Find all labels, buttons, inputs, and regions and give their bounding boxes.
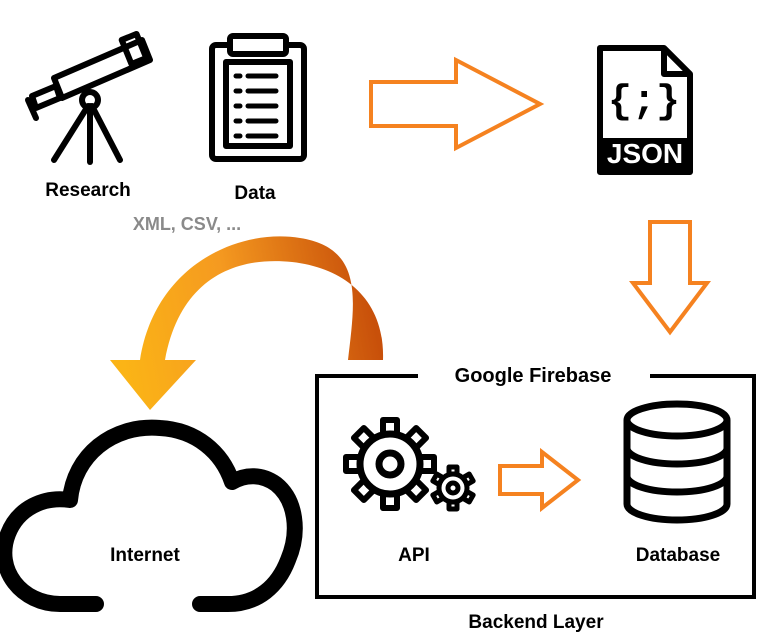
arrow-right-to-database (498, 447, 582, 513)
gears-icon (343, 417, 476, 512)
data-label: Data (234, 183, 276, 204)
firebase-title: Google Firebase (454, 365, 612, 387)
backend-label: Backend Layer (468, 612, 604, 633)
telescope-icon (25, 30, 153, 165)
cloud-icon (0, 419, 303, 612)
formats-label: XML, CSV, ... (132, 214, 242, 234)
backend-box (315, 374, 756, 599)
api-label: API (398, 545, 430, 566)
database-icon (623, 400, 731, 524)
arrow-down-to-database (628, 220, 712, 336)
research-label: Research (45, 180, 131, 201)
database-label: Database (635, 545, 721, 566)
curved-arrow-to-internet (110, 236, 384, 410)
internet-label: Internet (110, 545, 180, 566)
json-braces: {;} (608, 80, 680, 125)
clipboard-icon (209, 33, 307, 162)
arrow-right-to-json (369, 56, 545, 152)
json-file-label: JSON (607, 138, 683, 169)
json-file-icon: JSON {;} (597, 45, 693, 175)
